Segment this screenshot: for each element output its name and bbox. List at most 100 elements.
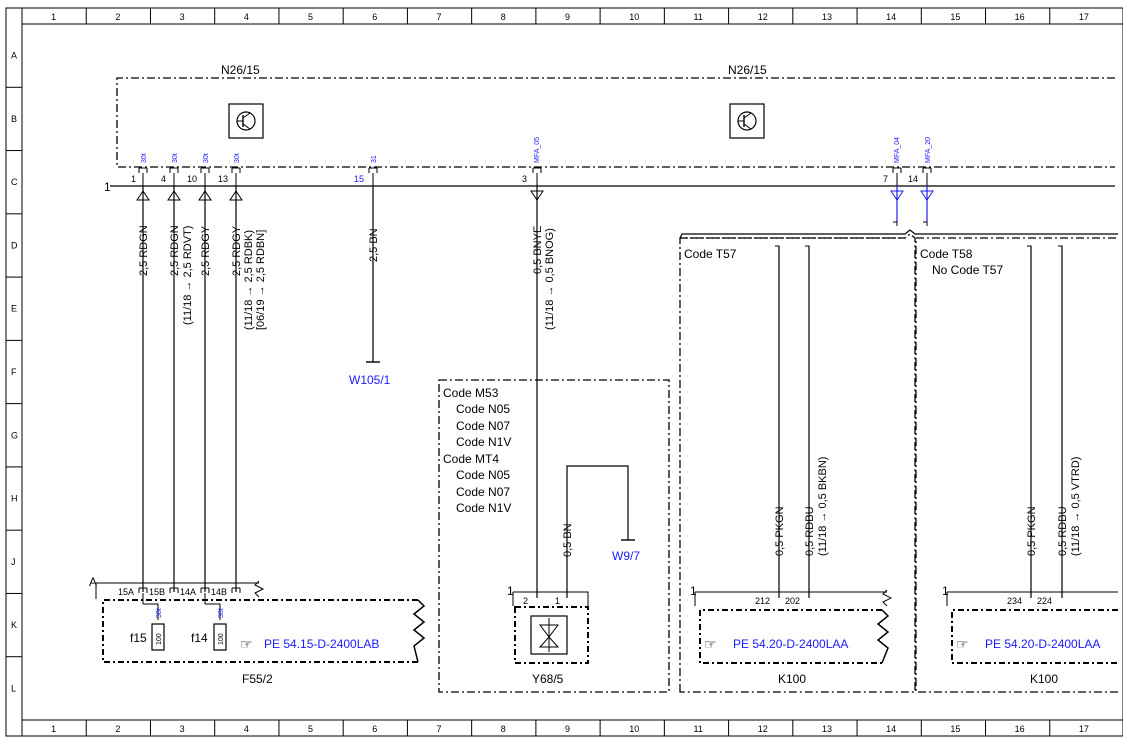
column-label: 2 [115,724,120,734]
valve-y68-5: Code M53 Code N05 Code N07 Code N1V Code… [438,379,670,693]
pointing-hand-icon: ☞ [704,636,717,652]
pin-signal: MFA_20 [925,137,932,163]
pin-signal: 30t [234,153,241,163]
y68-pin: 1 [555,596,560,606]
fuse-signal: 30t [218,608,225,618]
column-label: 4 [244,12,249,22]
n26-pin: 1 30t [131,153,148,184]
column-label: 13 [822,12,832,22]
column-label: 4 [244,724,249,734]
column-label: 9 [565,724,570,734]
row-label: A [11,51,17,61]
pin-stub [892,167,902,186]
pin-number: 4 [161,174,166,184]
pin-signal: 30t [141,153,148,163]
pin-stub [532,167,542,186]
y68-marker: 1 [507,584,514,598]
wire-label: 0,5 RDBU [804,506,816,556]
column-label: 15 [950,724,960,734]
column-label: 7 [437,724,442,734]
column-label: 5 [308,724,313,734]
k100a-reference-link[interactable]: PE 54.20-D-2400LAA [733,637,848,651]
k100a-marker: 1 [690,584,697,598]
pin-number: 10 [187,174,197,184]
f55-pin: 14A [180,587,196,597]
code-line: Code N07 [456,485,510,499]
k100b-pin: 234 [1007,596,1022,606]
module-k100-t58: Code T58 No Code T57 1 234 224 ☞ PE 54.2… [915,237,1118,693]
column-label: 5 [308,12,313,22]
f55-reference-link[interactable]: PE 54.15-D-2400LAB [264,637,379,651]
column-label: 7 [437,12,442,22]
column-label: 1 [51,12,56,22]
column-label: 15 [950,12,960,22]
code-line: Code N1V [456,501,511,515]
ground-ref-w9[interactable]: W9/7 [612,549,640,563]
pin-stub [200,167,210,186]
n26-pin: 13 30t [218,153,241,184]
wire-label: 0,5 BN [562,523,574,557]
wire-label: 2,5 RDGN [138,225,150,276]
wire-label: (11/18 → 2,5 RDBK) [243,230,255,330]
pin-signal: 31 [371,155,378,163]
row-label: B [11,114,17,124]
wire-label: 0,5 RDBU [1057,506,1069,556]
k100b-reference-link[interactable]: PE 54.20-D-2400LAA [985,637,1100,651]
row-label: F [11,367,17,377]
row-label: L [11,683,16,693]
wire-label: 2,5 RDGN [169,225,181,276]
column-label: 13 [822,724,832,734]
k100b-label: K100 [1030,672,1058,686]
code-line: Code N05 [456,468,510,482]
row-label: H [11,494,18,504]
row-label: G [11,430,18,440]
pin-number: 1 [131,174,136,184]
wire-label: (11/18 → 2,5 RDVT) [182,226,194,325]
k100b-code-outline [915,237,1118,693]
column-label: 11 [693,724,702,734]
wire-label: 0,5 PKGN [1026,506,1038,556]
fuse-name: f14 [191,631,208,645]
wire-label: (11/18 → 0,5 BNOG) [544,228,556,330]
wire-group [136,186,1063,598]
wire-label: 0,5 BNYE [532,226,544,274]
column-label: 14 [886,724,896,734]
fuse-name: f15 [130,631,147,645]
f55-pin: 15A [118,587,134,597]
transistor-symbol [228,103,264,139]
n26-label-left: N26/15 [221,63,260,77]
module-n26-15: N26/15 N26/15 1 1 30t 4 30t [104,63,1115,194]
y68-component-outline [514,606,589,664]
fuse-box-f55: A 15A 15B 14A 14B 100 30t f15 100 30t f1… [89,575,426,686]
column-label: 12 [758,724,768,734]
ground-ref-w105[interactable]: W105/1 [349,373,391,387]
f55-pin: 14B [211,587,227,597]
fuse-f15: 100 30t f15 [130,608,165,651]
code-line: Code N1V [456,435,511,449]
k100a-pin: 202 [785,596,800,606]
f55-pin: 15B [149,587,165,597]
column-label: 12 [758,12,768,22]
bus-bracket [679,229,1118,239]
k100b-code: No Code T57 [932,263,1003,277]
wire-label: (11/18 → 0,5 BKBN) [817,457,829,556]
fuse-signal: 30t [156,608,163,618]
f55-connector-marker: A [89,575,97,589]
n26-pin: 4 30t [161,153,179,184]
column-label: 1 [51,724,56,734]
row-label: K [11,620,17,630]
column-label: 3 [180,724,185,734]
wire-label: 2,5 RDGY [200,225,212,276]
pointing-hand-icon: ☞ [956,636,969,652]
column-label: 8 [501,12,506,22]
k100b-code: Code T58 [920,247,973,261]
k100b-marker: 1 [942,584,949,598]
pin-signal: MFA_05 [534,137,541,163]
code-line: Code M53 [443,386,499,400]
fuse-f14: 100 30t f14 [191,608,227,651]
pointing-hand-icon: ☞ [240,636,253,652]
row-label: J [11,557,16,567]
column-label: 6 [372,12,377,22]
